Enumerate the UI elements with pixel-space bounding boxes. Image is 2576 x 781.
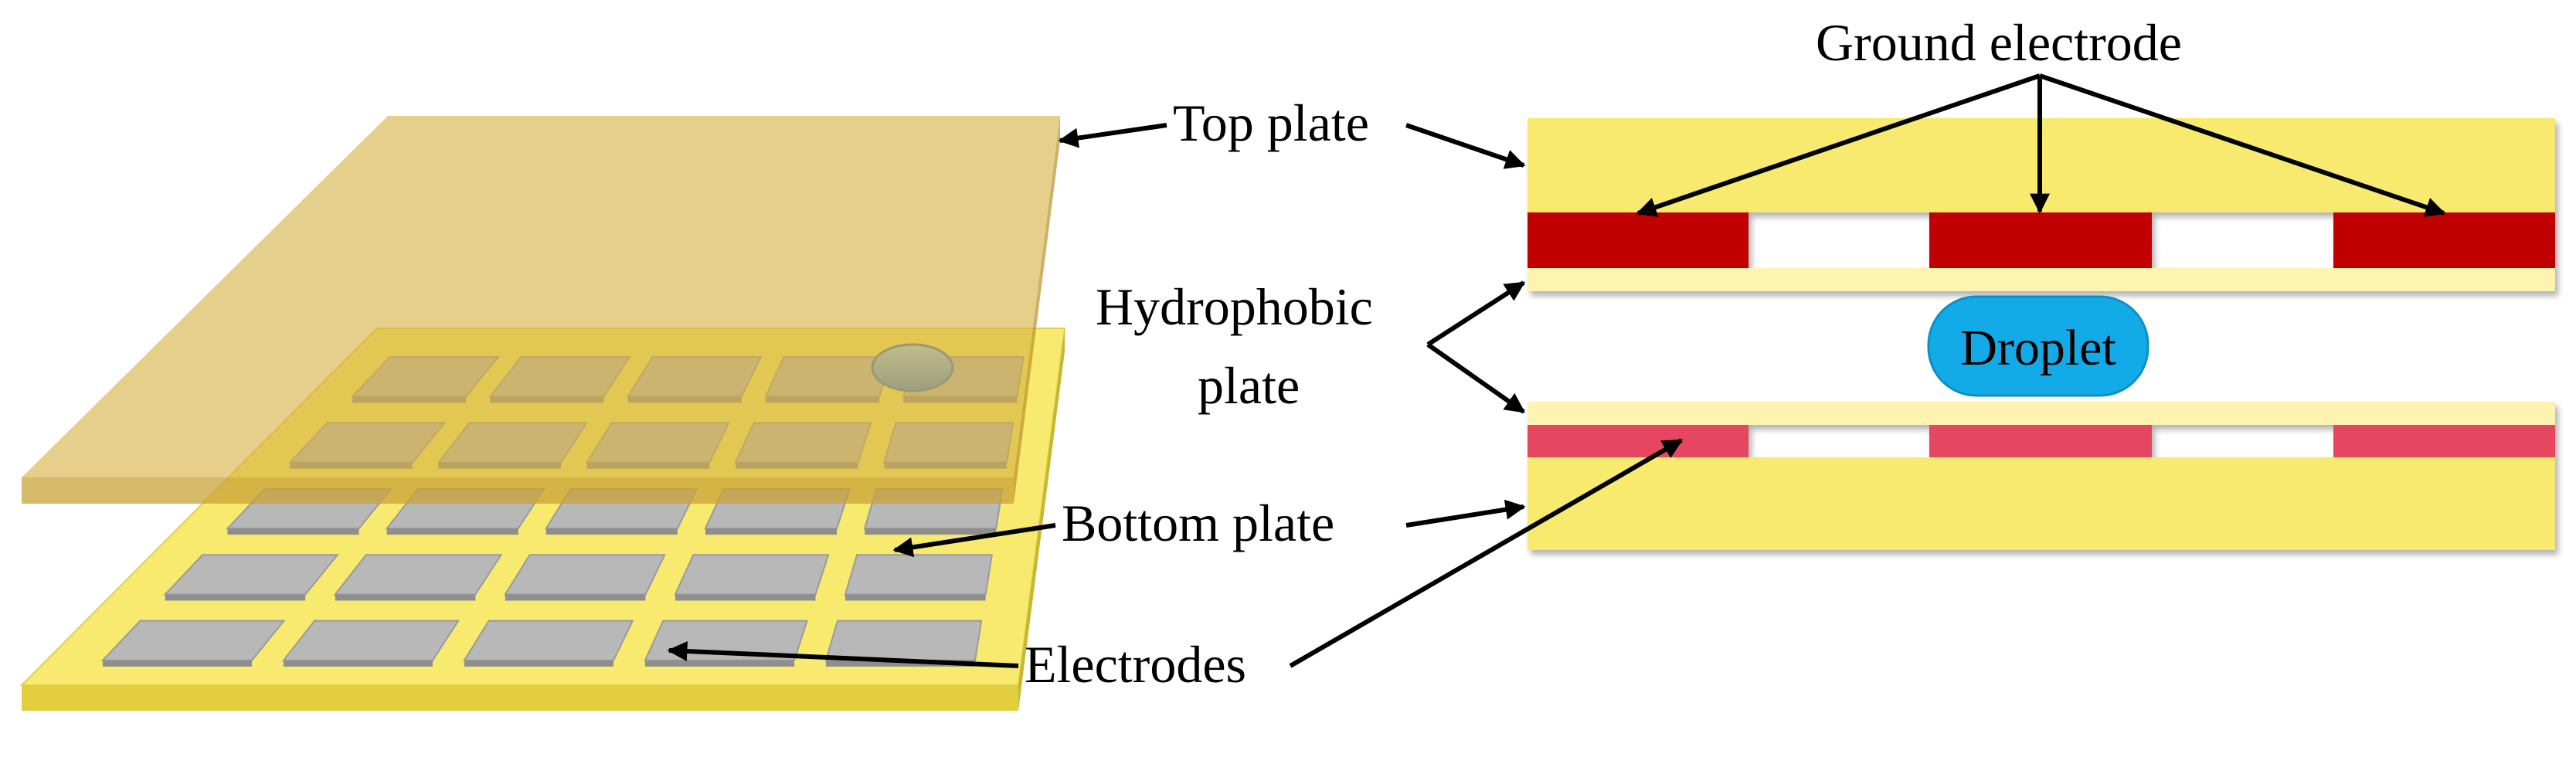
electrode-pad-edge bbox=[845, 594, 986, 601]
top-plate-label: Top plate bbox=[1173, 93, 1369, 152]
electrode-pad-edge bbox=[335, 594, 476, 601]
arrow-hydrophobic-up bbox=[1426, 280, 1526, 347]
ground-electrode-2 bbox=[1929, 212, 2152, 268]
upper-hydrophobic-layer bbox=[1528, 268, 2555, 291]
cross-bottom-plate bbox=[1528, 457, 2555, 550]
bottom-electrode-3 bbox=[2333, 425, 2555, 457]
arrow-hydrophobic-down bbox=[1426, 342, 1526, 414]
electrode-pad bbox=[844, 554, 993, 596]
electrode-pad bbox=[674, 554, 830, 596]
bottom-electrode-2 bbox=[1929, 425, 2152, 457]
droplet-label: Droplet bbox=[1960, 320, 2116, 376]
bottom-electrode-1 bbox=[1528, 425, 1748, 457]
arrow-top-plate-left bbox=[1058, 123, 1167, 148]
hydrophobic-label-line1: Hydrophobic bbox=[1096, 277, 1373, 336]
electrode-pad bbox=[824, 620, 983, 661]
top-plate-3d bbox=[22, 116, 1060, 504]
ground-electrode-label: Ground electrode bbox=[1816, 13, 2182, 72]
electrode-pad-edge bbox=[644, 660, 794, 667]
electrode-pad-edge bbox=[102, 660, 252, 667]
arrow-electrodes-right bbox=[1289, 438, 1684, 668]
electrode-pad-edge bbox=[545, 528, 678, 535]
ground-electrode-3 bbox=[2333, 212, 2555, 268]
lower-hydrophobic-layer bbox=[1528, 402, 2555, 425]
electrode-pad-edge bbox=[165, 594, 306, 601]
electrode-pad-edge bbox=[386, 528, 518, 535]
electrode-pad-edge bbox=[464, 660, 613, 667]
electrode-pad-edge bbox=[705, 528, 838, 535]
ground-electrode-1 bbox=[1528, 212, 1748, 268]
arrow-ground-3 bbox=[2039, 73, 2446, 217]
electrode-pad-edge bbox=[675, 594, 816, 601]
droplet-cross-section: Droplet bbox=[1927, 295, 2149, 397]
arrow-bottom-plate-right bbox=[1405, 499, 1526, 528]
electrode-pad-edge bbox=[505, 594, 646, 601]
electrode-pad bbox=[281, 620, 460, 661]
arrow-bottom-plate-left bbox=[892, 523, 1056, 558]
electrode-pad-edge bbox=[227, 528, 359, 535]
electrode-pad bbox=[504, 554, 666, 596]
hydrophobic-label-line2: plate bbox=[1198, 356, 1300, 415]
arrow-electrodes-left bbox=[667, 641, 1019, 668]
electrode-pad-edge bbox=[865, 528, 997, 535]
arrow-ground-1 bbox=[1636, 73, 2041, 217]
electrode-pad bbox=[463, 620, 634, 661]
bottom-plate-label: Bottom plate bbox=[1062, 494, 1334, 552]
electrode-pad-edge bbox=[283, 660, 433, 667]
arrow-top-plate-right bbox=[1405, 123, 1526, 169]
annotation-arrows bbox=[667, 73, 2446, 668]
electrodes-label: Electrodes bbox=[1025, 635, 1246, 694]
